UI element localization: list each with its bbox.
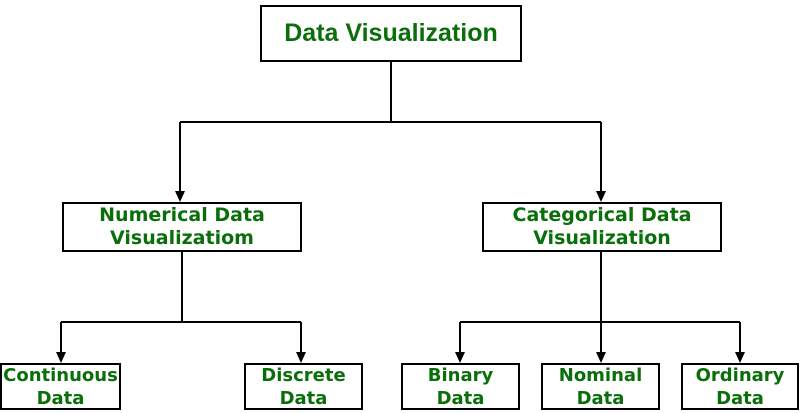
- node-data-visualization: Data Visualization: [260, 5, 522, 62]
- node-continuous-data: Continuous Data: [0, 363, 121, 410]
- node-nominal-data: Nominal Data: [541, 363, 660, 410]
- arrow-down-icon: [596, 191, 606, 202]
- node-label-line: Data: [436, 387, 485, 409]
- node-label-line: Nominal: [558, 364, 643, 386]
- arrow-down-icon: [56, 352, 66, 363]
- node-label-line: Categorical Data: [512, 204, 692, 226]
- connector-categorical-branch: [459, 252, 741, 353]
- arrow-down-icon: [175, 191, 185, 202]
- arrow-down-icon: [596, 352, 606, 363]
- node-label-line: Discrete: [261, 364, 346, 386]
- node-label-line: Continuous: [3, 364, 118, 386]
- node-label-line: Data: [716, 387, 764, 409]
- node-label-line: Visualization: [533, 227, 671, 249]
- node-label-line: Binary: [427, 364, 494, 386]
- node-label-line: Visualizatiom: [110, 227, 254, 249]
- node-label-line: Numerical Data: [99, 204, 265, 226]
- connector-root-stem: [179, 62, 602, 193]
- node-categorical-data: Categorical Data Visualization: [482, 202, 722, 252]
- node-label: Data Visualization: [284, 19, 498, 47]
- node-binary-data: Binary Data: [401, 363, 520, 410]
- arrow-down-icon: [296, 352, 306, 363]
- node-numerical-data: Numerical Data Visualizatiom: [62, 202, 302, 252]
- connector-numerical-branch: [60, 252, 302, 353]
- node-label-line: Data: [36, 387, 85, 409]
- node-label-line: Ordinary: [695, 364, 785, 386]
- arrow-down-icon: [455, 352, 465, 363]
- arrow-down-icon: [735, 352, 745, 363]
- node-label-line: Data: [279, 387, 328, 409]
- node-label-line: Data: [576, 387, 625, 409]
- node-ordinary-data: Ordinary Data: [681, 363, 799, 410]
- node-discrete-data: Discrete Data: [244, 363, 363, 410]
